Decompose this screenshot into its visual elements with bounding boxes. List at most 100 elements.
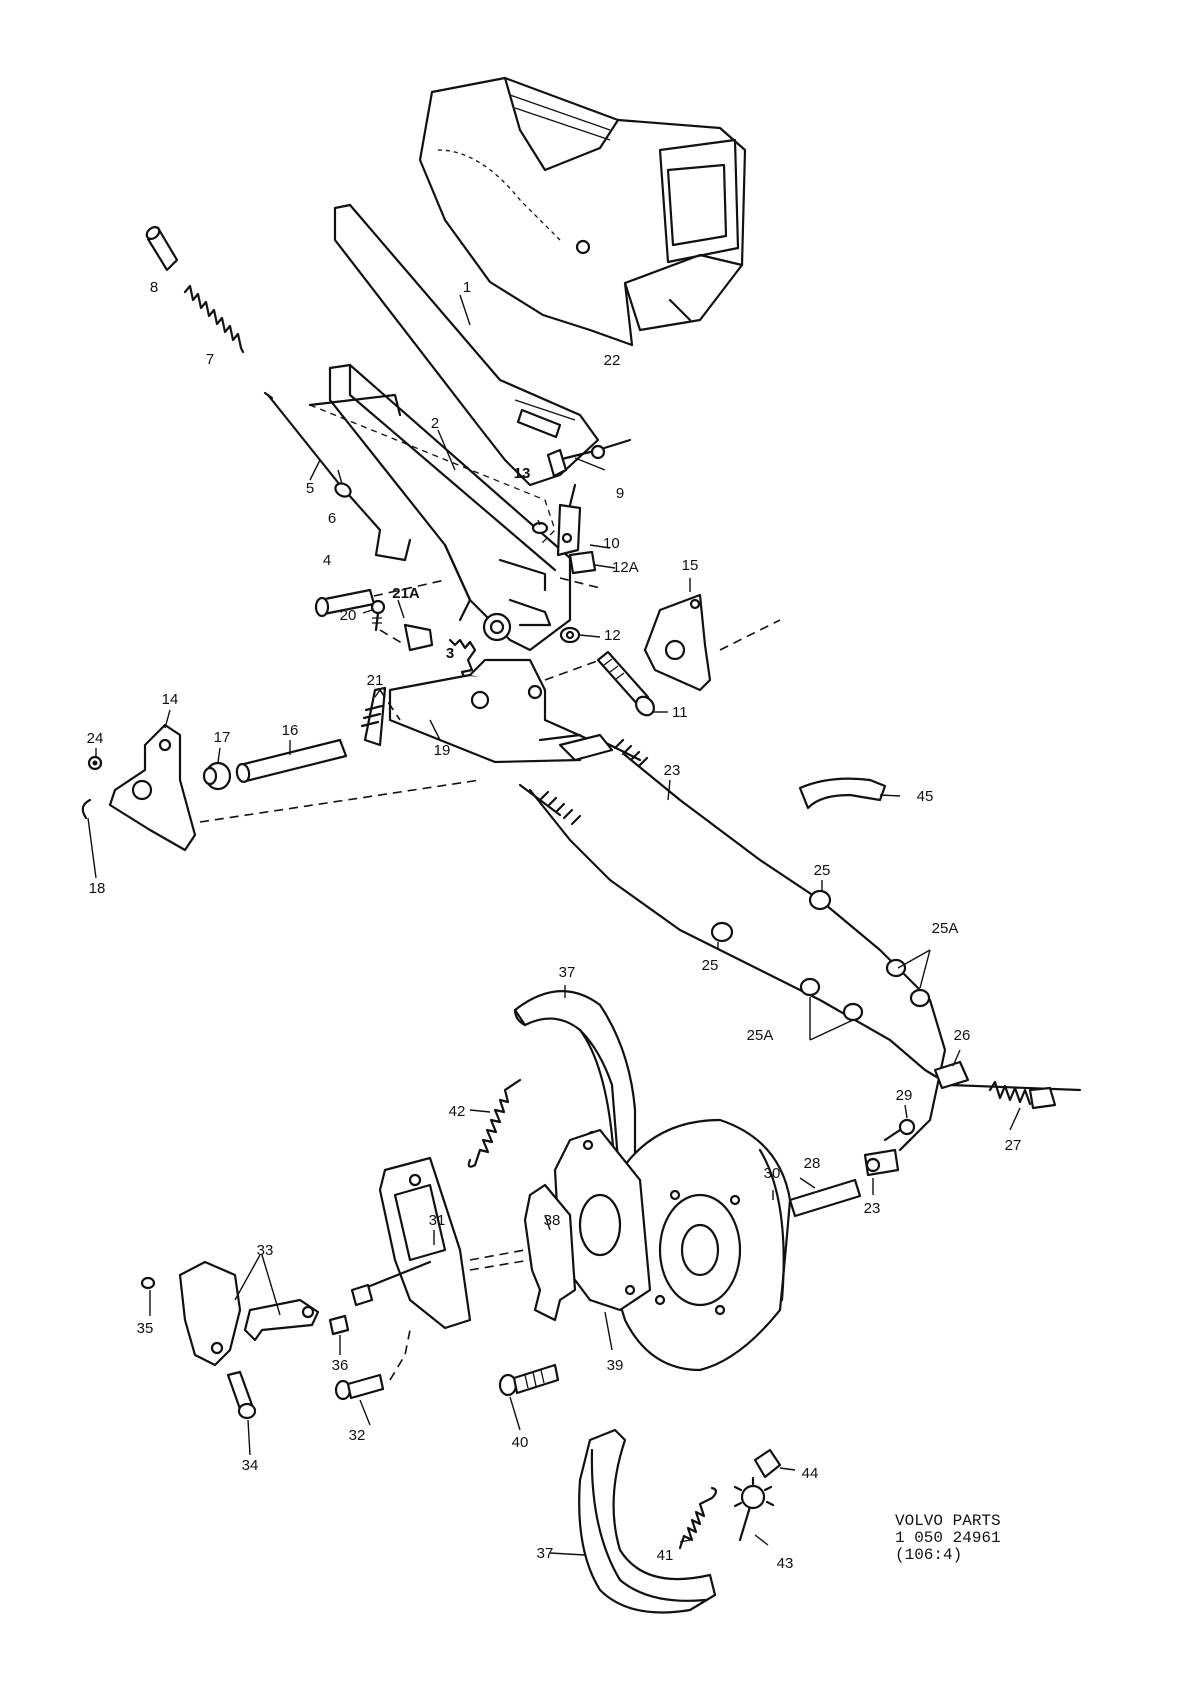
callout-9: 9 xyxy=(616,485,624,502)
part-13-clip xyxy=(531,521,549,535)
part-19-base-bracket xyxy=(199,658,592,823)
part-32-bolt xyxy=(334,1329,411,1401)
part-24-nut xyxy=(87,755,103,771)
part-22-lever-cover xyxy=(418,76,747,347)
callout-22: 22 xyxy=(604,352,621,369)
callout-3: 3 xyxy=(446,645,454,662)
callout-27: 27 xyxy=(1005,1137,1022,1154)
part-36-pin xyxy=(328,1314,350,1336)
callout-14: 14 xyxy=(162,691,179,708)
callout-16: 16 xyxy=(282,722,299,739)
catalog-number: 1 050 24961 xyxy=(895,1529,1001,1547)
callout-31: 31 xyxy=(429,1212,446,1229)
part-2-lever-body xyxy=(308,363,572,652)
part-44-adjuster-nut xyxy=(753,1448,782,1479)
callout-43: 43 xyxy=(777,1555,794,1572)
callout-20: 20 xyxy=(340,607,357,624)
callout-17: 17 xyxy=(214,729,231,746)
callout-1: 1 xyxy=(463,279,471,296)
part-28-pin xyxy=(788,1178,862,1218)
part-29-screw xyxy=(883,1118,916,1142)
part-41-spring xyxy=(678,1486,718,1550)
callout-19: 19 xyxy=(434,742,451,759)
callout-32: 32 xyxy=(349,1427,366,1444)
part-8-sleeve xyxy=(145,225,179,272)
callout-13: 13 xyxy=(514,465,531,482)
callout-45: 45 xyxy=(917,788,934,805)
callout-25a-left: 25A xyxy=(747,1027,774,1044)
callout-23-upper: 23 xyxy=(664,762,681,779)
callout-44: 44 xyxy=(802,1465,819,1482)
callout-36: 36 xyxy=(332,1357,349,1374)
callout-11: 11 xyxy=(672,704,688,721)
part-15-side-cover xyxy=(643,593,781,692)
callout-30: 30 xyxy=(764,1165,781,1182)
part-25-grommets xyxy=(710,889,931,1022)
callout-37-upper: 37 xyxy=(559,964,576,981)
callout-24: 24 xyxy=(87,730,104,747)
part-10-rod-end xyxy=(556,483,582,557)
callout-42: 42 xyxy=(449,1103,466,1120)
part-33-adjuster-parts xyxy=(178,1260,320,1367)
part-21-pawl-spring xyxy=(360,686,401,747)
callout-21: 21 xyxy=(367,672,384,689)
part-42-shoe-spring xyxy=(467,1078,522,1168)
part-31-brake-lever xyxy=(350,1156,531,1330)
callout-25-left: 25 xyxy=(702,957,719,974)
part-9-pin xyxy=(546,438,632,478)
callout-7: 7 xyxy=(206,351,214,368)
part-12-washer xyxy=(559,626,581,644)
callout-15: 15 xyxy=(682,557,699,574)
brake-backing-plate xyxy=(610,1118,792,1372)
callout-39: 39 xyxy=(607,1357,624,1374)
callout-38: 38 xyxy=(544,1212,561,1229)
callout-26: 26 xyxy=(954,1027,971,1044)
part-43-adjuster-screw xyxy=(733,1476,775,1542)
callout-23-lower: 23 xyxy=(864,1200,881,1217)
part-40-bolt xyxy=(498,1363,560,1397)
part-45-cable-clip xyxy=(798,777,887,810)
part-12a-lock-plate xyxy=(559,550,601,589)
callout-labels: 1 2 3 4 5 6 7 8 9 10 11 12 12A 13 14 15 … xyxy=(87,279,1022,1572)
callout-10: 10 xyxy=(603,535,620,552)
callout-2: 2 xyxy=(431,415,439,432)
callout-8: 8 xyxy=(150,279,158,296)
part-1-lever-arm xyxy=(333,203,600,487)
callout-25a-right: 25A xyxy=(932,920,959,937)
part-20-screw xyxy=(370,599,386,632)
callout-5: 5 xyxy=(306,480,314,497)
part-17-bushing xyxy=(202,761,232,791)
callout-12: 12 xyxy=(604,627,621,644)
part-6-rod-bushing xyxy=(334,482,352,498)
part-11-bolt xyxy=(544,650,655,717)
part-27-return-spring xyxy=(988,1080,1057,1110)
part-16-shaft xyxy=(235,738,348,784)
part-3-ratchet-segment xyxy=(448,638,477,684)
callout-34: 34 xyxy=(242,1457,259,1474)
part-26-cable-clamp xyxy=(933,1060,970,1090)
callout-35: 35 xyxy=(137,1320,154,1337)
part-35-clip xyxy=(140,1276,156,1290)
catalog-code: (106:4) xyxy=(895,1546,963,1564)
callout-40: 40 xyxy=(512,1434,529,1451)
callout-18: 18 xyxy=(89,880,106,897)
callout-29: 29 xyxy=(896,1087,913,1104)
catalog-brand: VOLVO PARTS xyxy=(895,1512,1001,1530)
part-34-pin xyxy=(226,1370,257,1420)
part-38-bracket xyxy=(469,1183,577,1322)
callout-37-lower: 37 xyxy=(537,1545,554,1562)
callout-12a: 12A xyxy=(612,559,639,576)
part-37-brake-shoe-lower xyxy=(578,1428,717,1614)
callout-6: 6 xyxy=(328,510,336,527)
part-21a-clip xyxy=(379,623,434,652)
leader-lines xyxy=(87,294,1021,1556)
callout-4: 4 xyxy=(323,552,331,569)
part-14-side-cover xyxy=(108,723,197,852)
callout-21a: 21A xyxy=(392,585,420,602)
callout-33: 33 xyxy=(257,1242,274,1259)
part-23-cable-fitting xyxy=(863,1148,900,1177)
callout-41: 41 xyxy=(657,1547,674,1564)
part-7-spring xyxy=(183,284,245,354)
catalog-stamp: VOLVO PARTS 1 050 24961 (106:4) xyxy=(895,1513,1001,1564)
